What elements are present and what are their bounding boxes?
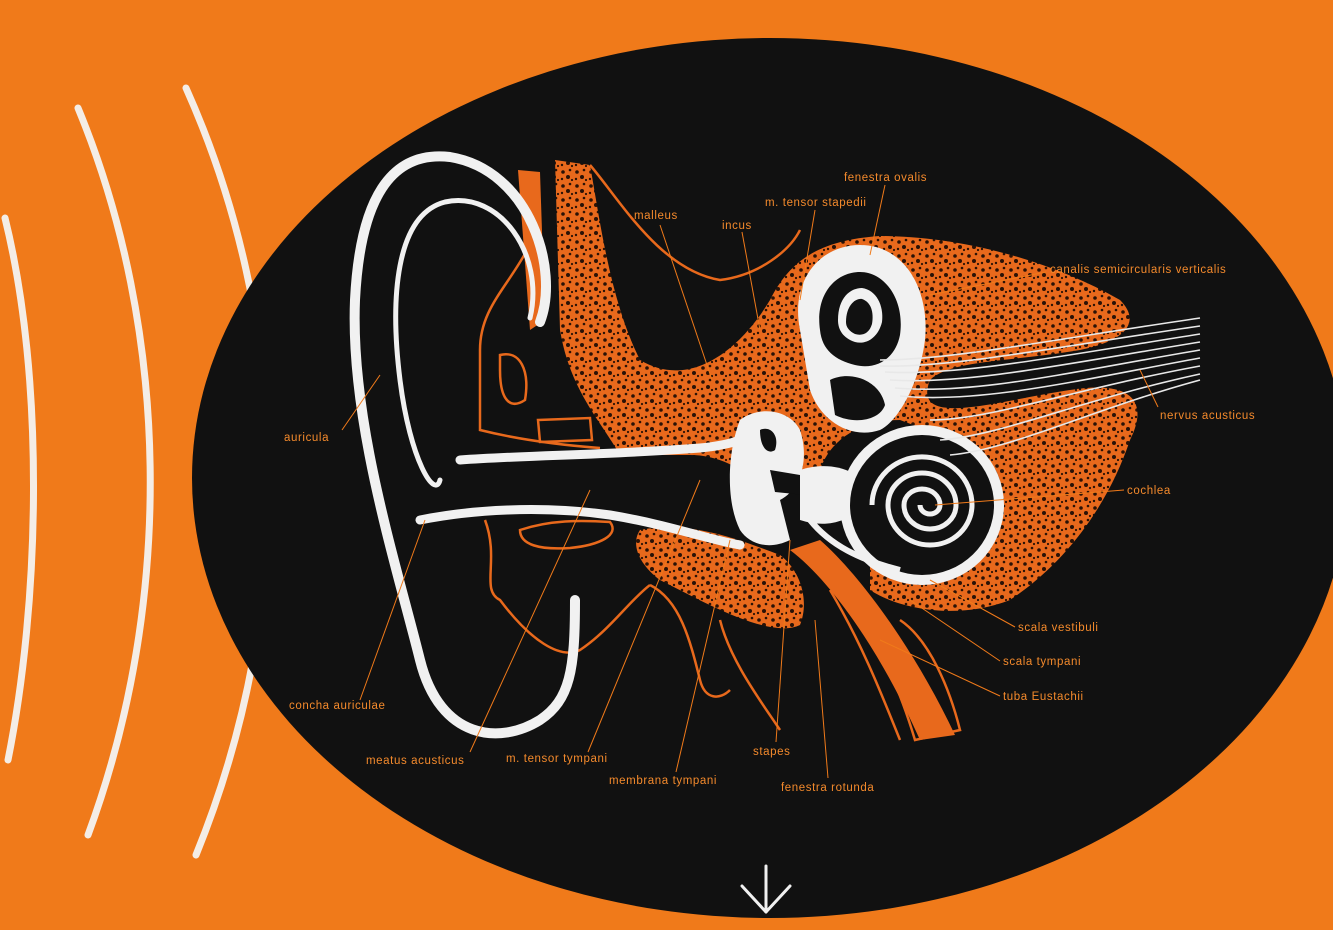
label-meatus: meatus acusticus (366, 755, 464, 767)
label-auricula: auricula (284, 432, 329, 444)
label-nervus: nervus acusticus (1160, 410, 1255, 422)
label-tensor-stapedii: m. tensor stapedii (765, 197, 867, 209)
label-concha: concha auriculae (289, 700, 386, 712)
label-scala-vestibuli: scala vestibuli (1018, 622, 1099, 634)
label-membrana: membrana tympani (609, 775, 717, 787)
label-tuba: tuba Eustachii (1003, 691, 1084, 703)
label-incus: incus (722, 220, 752, 232)
label-malleus: malleus (634, 210, 678, 222)
label-stapes: stapes (753, 746, 790, 758)
label-scala-tympani: scala tympani (1003, 656, 1081, 668)
label-canalis: canalis semicircularis verticalis (1050, 264, 1226, 276)
label-tensor-tympani: m. tensor tympani (506, 753, 608, 765)
label-fenestra-rotunda: fenestra rotunda (781, 782, 874, 794)
label-cochlea: cochlea (1127, 485, 1171, 497)
label-fenestra-ovalis: fenestra ovalis (844, 172, 927, 184)
